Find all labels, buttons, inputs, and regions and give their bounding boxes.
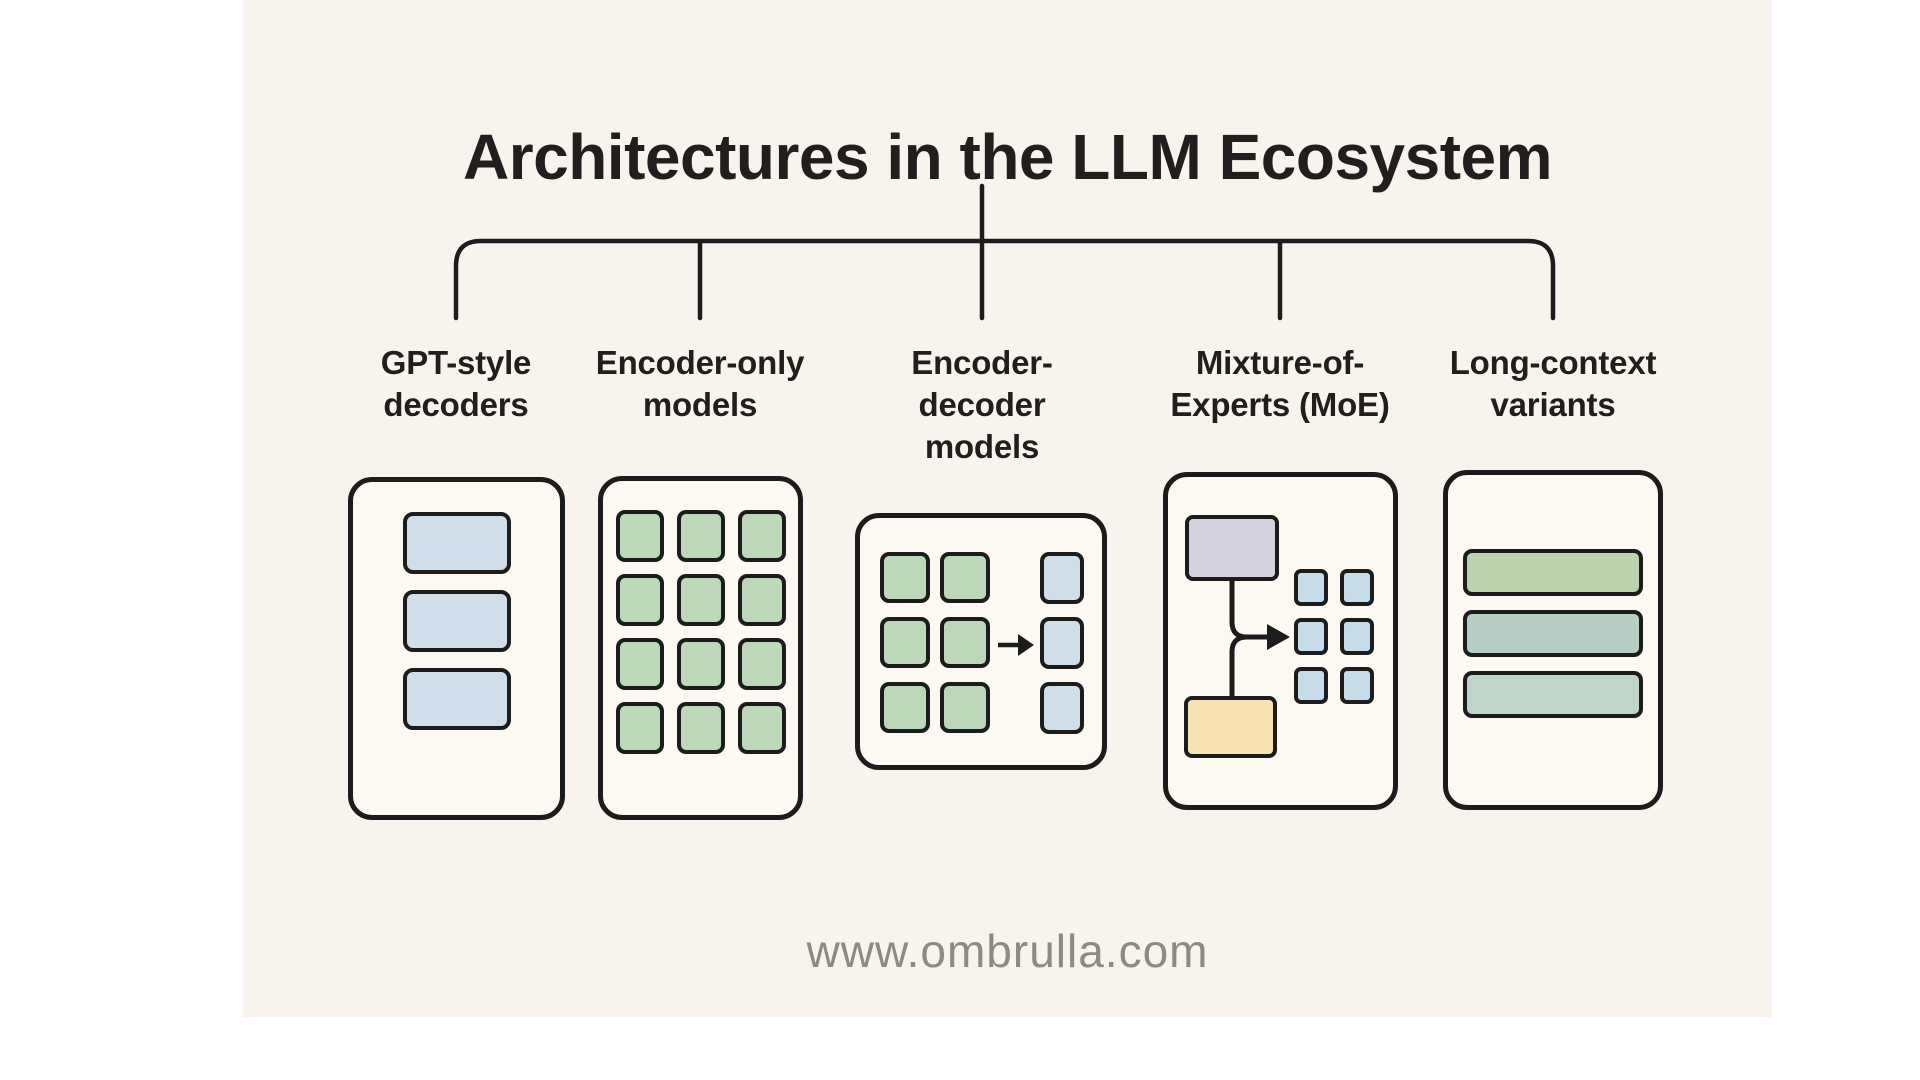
long-context-bars-icon (1463, 671, 1643, 718)
stacked-decoder-blocks-icon (402, 668, 511, 730)
branch-label-mixture-of-experts: Mixture-of- Experts (MoE) (1170, 344, 1390, 423)
routing-arrow-icon (1229, 579, 1290, 698)
long-context-bars-icon (1463, 549, 1643, 596)
page-title: Architectures in the LLM Ecosystem (462, 120, 1553, 193)
experts-grid-icon (1294, 569, 1374, 704)
gate-block-icon (1184, 696, 1277, 758)
website-url: www.ombrulla.com (806, 925, 1209, 977)
token-grid-icon (615, 510, 786, 754)
decoder-column-icon (1040, 552, 1084, 734)
card-mixture-of-experts (1163, 472, 1398, 810)
branch-label-gpt-style-decoders: GPT-style decoders (380, 344, 532, 423)
encoder-grid-icon (880, 552, 990, 733)
stacked-decoder-blocks-icon (402, 590, 511, 652)
card-gpt-style-decoders (348, 477, 565, 820)
card-encoder-only-models (598, 476, 803, 820)
router-block-icon (1185, 515, 1279, 581)
branch-label-encoder-decoder-models: Encoder- decoder models (911, 344, 1053, 465)
branch-label-encoder-only-models: Encoder-only models (595, 344, 805, 423)
long-context-bars-icon (1463, 610, 1643, 657)
branch-label-long-context-variants: Long-context variants (1449, 344, 1657, 423)
right-arrow-icon (998, 634, 1034, 656)
card-encoder-decoder-models (855, 513, 1107, 770)
card-long-context-variants (1443, 470, 1663, 810)
stacked-decoder-blocks-icon (402, 512, 511, 574)
